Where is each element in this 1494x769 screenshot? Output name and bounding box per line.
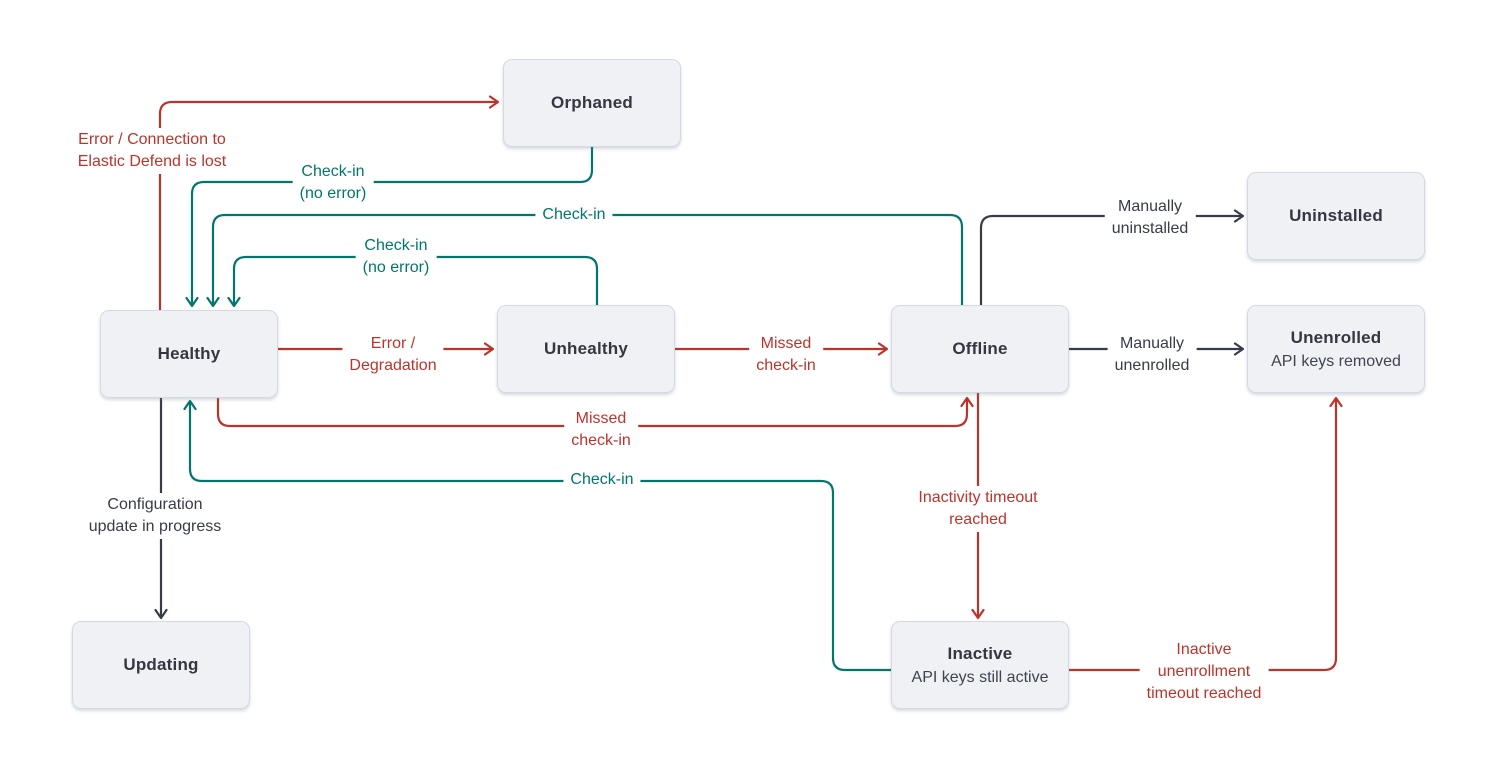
edge-label-offline-healthy: Check-in (535, 203, 613, 227)
node-orphaned-label: Orphaned (551, 93, 633, 112)
node-inactive: Inactive API keys still active (891, 621, 1069, 709)
edge-label-orphaned-healthy: Check-in (no error) (292, 160, 374, 206)
edge-label-healthy-offline: Missed check-in (564, 407, 638, 453)
edge-inactive-healthy (183, 399, 891, 672)
edge-label-offline-inactive: Inactivity timeout reached (911, 486, 1045, 532)
node-unhealthy: Unhealthy (497, 305, 675, 393)
node-updating: Updating (72, 621, 250, 709)
edge-label-offline-uninstalled: Manually uninstalled (1104, 195, 1196, 241)
edge-offline-uninstalled (979, 209, 1245, 305)
node-uninstalled-label: Uninstalled (1289, 206, 1383, 225)
node-healthy-label: Healthy (157, 344, 221, 363)
node-healthy: Healthy (100, 310, 278, 398)
node-unenrolled-label: Unenrolled (1290, 327, 1382, 347)
edge-inactive-unenrolled (1069, 396, 1343, 672)
edge-label-inactive-healthy: Check-in (563, 468, 641, 492)
node-inactive-sublabel: API keys still active (911, 668, 1049, 686)
node-offline: Offline (891, 305, 1069, 393)
edge-label-offline-unenrolled: Manually unenrolled (1107, 332, 1197, 378)
node-offline-label: Offline (952, 339, 1008, 358)
edge-label-healthy-orphaned: Error / Connection to Elastic Defend is … (70, 128, 234, 174)
edge-label-unhealthy-offline: Missed check-in (749, 332, 823, 378)
node-uninstalled: Uninstalled (1247, 172, 1425, 260)
node-updating-label: Updating (123, 655, 199, 674)
edge-label-unhealthy-healthy: Check-in (no error) (355, 234, 437, 280)
edge-orphaned-healthy (185, 146, 594, 308)
node-orphaned: Orphaned (503, 59, 681, 147)
node-unhealthy-label: Unhealthy (544, 339, 628, 358)
node-unenrolled: Unenrolled API keys removed (1247, 305, 1425, 393)
edge-healthy-orphaned (158, 95, 500, 311)
edge-offline-healthy (206, 213, 964, 308)
edge-label-inactive-unenrolled: Inactive unenrollment timeout reached (1139, 638, 1269, 706)
edge-label-healthy-updating: Configuration update in progress (81, 493, 229, 539)
node-unenrolled-sublabel: API keys removed (1271, 352, 1401, 370)
node-inactive-label: Inactive (947, 643, 1013, 663)
edge-label-healthy-unhealthy: Error / Degradation (342, 332, 444, 378)
